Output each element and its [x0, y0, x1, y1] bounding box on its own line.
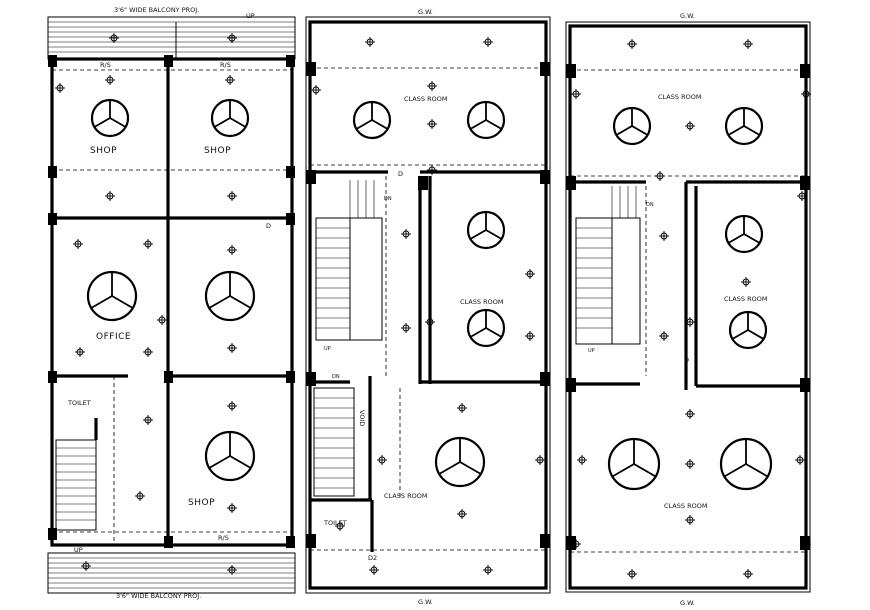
plan-3-stair: [575, 186, 641, 345]
room-label-toilet: TOILET: [67, 399, 91, 407]
door-label: D: [266, 222, 271, 230]
room-label-class-room: CLASS ROOM: [664, 502, 707, 510]
ceiling-fan-icon: [724, 214, 764, 254]
bottom-balcony-hatch: [48, 557, 295, 589]
riser-shaft-label: R/S: [220, 61, 231, 69]
plan-1-columns: [48, 55, 295, 548]
plan-1-stair: [55, 418, 98, 531]
light-point-icons: [55, 33, 237, 575]
door-label: D: [684, 356, 689, 364]
bottom-balcony-label: 3'6" WIDE BALCONY PROJ.: [116, 592, 201, 600]
ceiling-fan-icon: [466, 100, 506, 140]
gas-water-label: G.W.: [680, 599, 695, 607]
room-label-office: OFFICE: [96, 332, 131, 342]
stair-down-label: DN: [384, 196, 392, 202]
door-label: D: [398, 170, 403, 178]
riser-shaft-label: R/S: [100, 61, 111, 69]
ceiling-fan-icon: [466, 308, 506, 348]
plan-2-outline: [305, 16, 551, 594]
room-label-class-room: CLASS ROOM: [724, 295, 767, 303]
plan-2-outer-wall: [308, 20, 548, 590]
void-label: VOID: [358, 410, 366, 426]
top-balcony-hatch: [48, 21, 295, 53]
top-balcony-label: 3'6" WIDE BALCONY PROJ.: [114, 6, 199, 14]
stair-up-label: UP: [324, 346, 331, 352]
top-balcony: [47, 16, 296, 60]
room-label-class-room: CLASS ROOM: [404, 95, 447, 103]
ceiling-fan-icon: [728, 310, 768, 350]
room-label-shop: SHOP: [188, 498, 215, 508]
plan-2-first-floor: G.W. G.W. CLASS ROOM CLASS ROOM CLASS RO…: [305, 8, 551, 606]
ceiling-fan-icon: [90, 98, 130, 138]
gas-water-label: G.W.: [418, 598, 433, 606]
plan-3-outer-wall: [568, 24, 808, 590]
gas-water-label: G.W.: [418, 8, 433, 16]
room-label-class-room: CLASS ROOM: [460, 298, 503, 306]
plan-1-ground-floor: 3'6" WIDE BALCONY PROJ. 3'6" WIDE BALCON…: [47, 6, 296, 600]
gas-water-label: G.W.: [680, 12, 695, 20]
ceiling-fan-icon: [86, 270, 138, 322]
room-label-shop: SHOP: [90, 146, 117, 156]
stair-up-label: UP: [246, 12, 255, 20]
stair-up-label: UP: [588, 348, 595, 354]
ceiling-fan-icon: [210, 98, 250, 138]
plan-2-stair-flight-2: [313, 387, 355, 497]
plan-3-second-floor: G.W. G.W. CLASS ROOM CLASS ROOM CLASS RO…: [565, 12, 811, 607]
plan-3-outline: [565, 21, 811, 593]
plan-3-columns: [566, 64, 810, 550]
riser-shaft-label: R/S: [218, 534, 229, 542]
ceiling-fan-icon: [607, 437, 661, 491]
ceiling-fan-icon: [612, 106, 652, 146]
light-point-icons: [311, 37, 545, 575]
ceiling-fan-icon: [352, 100, 392, 140]
plan-2-stair-flight-1: [315, 180, 383, 341]
ceiling-fan-icon: [724, 106, 764, 146]
ceiling-fan-icon: [204, 430, 256, 482]
door-label: D2: [368, 554, 377, 562]
room-label-shop: SHOP: [204, 146, 231, 156]
ceiling-fan-icon: [434, 436, 486, 488]
light-point-icons: [571, 39, 811, 579]
ceiling-fan-icon: [719, 437, 773, 491]
stair-up-label: UP: [74, 546, 83, 554]
room-label-toilet: TOILET: [323, 519, 347, 527]
ceiling-fan-icon: [466, 210, 506, 250]
room-label-class-room: CLASS ROOM: [384, 492, 427, 500]
stair-down-label: DN: [332, 374, 340, 380]
ceiling-fan-icon: [204, 270, 256, 322]
stair-down-label: DN: [646, 202, 654, 208]
plan-2-columns: [306, 62, 550, 548]
room-label-class-room: CLASS ROOM: [658, 93, 701, 101]
